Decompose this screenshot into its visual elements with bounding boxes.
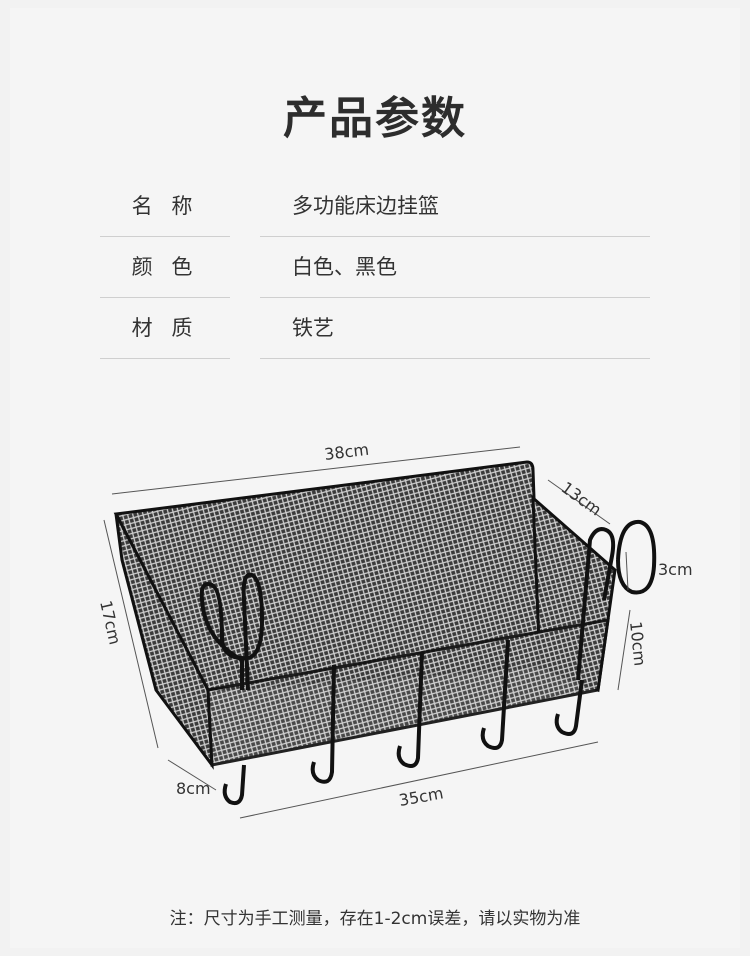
front-hook — [310, 664, 336, 784]
spec-label: 材 质 — [131, 316, 199, 340]
dimension-bottom-depth: 8cm — [176, 779, 211, 798]
spec-value: 多功能床边挂篮 — [292, 194, 439, 218]
front-hook — [222, 764, 246, 806]
dimension-front-height: 17cm — [96, 599, 125, 647]
spec-label: 颜 色 — [131, 255, 199, 279]
dimension-bottom-length: 35cm — [397, 783, 444, 809]
dimension-hook-width: 3cm — [658, 560, 693, 579]
basket-left-panel — [114, 513, 214, 770]
divider — [100, 236, 230, 237]
divider — [260, 297, 650, 298]
spec-label: 名 称 — [131, 194, 199, 218]
spec-value: 铁艺 — [292, 316, 334, 340]
dimension-top-length: 38cm — [323, 440, 370, 464]
front-hook — [480, 639, 510, 750]
front-hook — [554, 679, 584, 736]
spec-value: 白色、黑色 — [292, 255, 397, 279]
front-hook — [396, 651, 424, 768]
spec-row-material: 材 质 铁艺 — [0, 312, 750, 352]
spec-row-color: 颜 色 白色、黑色 — [0, 251, 750, 291]
divider — [100, 297, 230, 298]
dimension-lines — [103, 446, 631, 819]
right-hook — [576, 519, 657, 681]
content-panel — [10, 8, 740, 948]
divider — [260, 236, 650, 237]
divider — [100, 358, 230, 359]
dimension-side-height: 10cm — [626, 620, 650, 666]
spec-row-name: 名 称 多功能床边挂篮 — [0, 190, 750, 230]
left-hook — [199, 572, 265, 691]
basket-diagram: 38cm 13cm 3cm 17cm 10cm 8cm 35cm — [96, 440, 693, 819]
measurement-note: 注：尺寸为手工测量，存在1-2cm误差，请以实物为准 — [169, 909, 581, 929]
page-title: 产品参数 — [283, 93, 467, 144]
dimension-side-depth: 13cm — [558, 478, 605, 520]
divider — [260, 358, 650, 359]
